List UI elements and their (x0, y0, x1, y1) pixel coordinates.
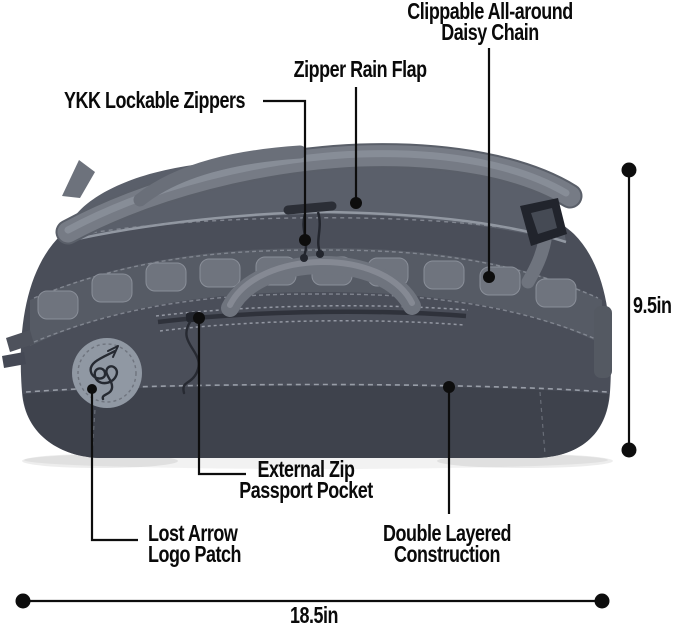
annotation-dots (15, 162, 637, 609)
daisy-chain-loop (145, 262, 187, 292)
annotation-lines (25, 48, 631, 603)
callout-passport-pocket-line1: External Zip (257, 456, 355, 482)
callout-passport-pocket: External Zip Passport Pocket (236, 456, 376, 503)
lost-arrow-logo-icon (89, 345, 119, 401)
bag-bottom-panel (23, 385, 609, 458)
anchor-dot-ykk-zippers (299, 234, 311, 246)
callout-double-layered-line2: Construction (393, 541, 501, 567)
daisy-chain-loop (199, 258, 241, 288)
leader-line-ykk-zippers (263, 99, 307, 235)
callout-daisy-chain-line1: Clippable All-around (407, 0, 573, 24)
callout-logo-patch: Lost Arrow Logo Patch (148, 520, 257, 567)
side-strap-left (2, 330, 34, 368)
shoulder-strap-upper-fold (133, 145, 307, 207)
carry-handle (221, 256, 421, 317)
webbing-stitch-bottom (33, 293, 599, 343)
lost-arrow-logo-patch (72, 338, 142, 408)
dimension-endpoint-dot (621, 162, 637, 178)
callout-ykk-zippers-line1: YKK Lockable Zippers (64, 87, 246, 113)
dimension-endpoint-dot (15, 593, 31, 609)
anchor-dot-double-layered (443, 381, 455, 393)
rain-flap-piping (63, 210, 567, 244)
dimension-endpoint-dot (621, 442, 637, 458)
dimension-endpoint-dot (594, 593, 610, 609)
strap-buckle (520, 198, 567, 289)
dimension-height-label: 9.5in (633, 292, 672, 318)
shoulder-strap (55, 143, 583, 245)
bottom-right-seam-stitch (539, 391, 546, 455)
anchor-dot-rain-flap (350, 197, 362, 209)
anchor-dot-logo-patch (87, 384, 97, 394)
pocket-zipper-pull-cord (182, 320, 200, 395)
callout-double-layered: Double Layered Construction (369, 520, 525, 567)
daisy-chain-loop (91, 273, 133, 303)
dimension-width-value: 18.5in (289, 602, 339, 627)
callout-double-layered-line1: Double Layered (382, 520, 512, 546)
callout-daisy-chain-line2: Daisy Chain (441, 19, 539, 45)
leader-line-logo-patch (90, 392, 138, 542)
daisy-chain-loop (535, 278, 577, 308)
anchor-dot-daisy-chain (483, 271, 495, 283)
side-strap-right (594, 306, 612, 378)
leader-line-passport-pocket (197, 322, 246, 476)
anchor-dot-passport-pocket (193, 312, 205, 324)
daisy-chain-loop (37, 290, 79, 320)
callout-rain-flap-line1: Zipper Rain Flap (293, 56, 428, 82)
callout-rain-flap: Zipper Rain Flap (293, 56, 428, 82)
callout-logo-patch-line1: Lost Arrow (148, 520, 238, 546)
callout-daisy-chain: Clippable All-around Daisy Chain (404, 0, 576, 45)
callout-passport-pocket-line2: Passport Pocket (239, 477, 373, 503)
daisy-chain-loop (423, 260, 465, 290)
strap-corner-tab (62, 160, 95, 198)
dimension-height-value: 9.5in (633, 292, 672, 318)
main-zipper-pulls (283, 201, 337, 262)
dimension-width-label: 18.5in (275, 602, 353, 627)
callout-ykk-zippers: YKK Lockable Zippers (64, 87, 246, 113)
callout-logo-patch-line2: Logo Patch (148, 541, 242, 567)
